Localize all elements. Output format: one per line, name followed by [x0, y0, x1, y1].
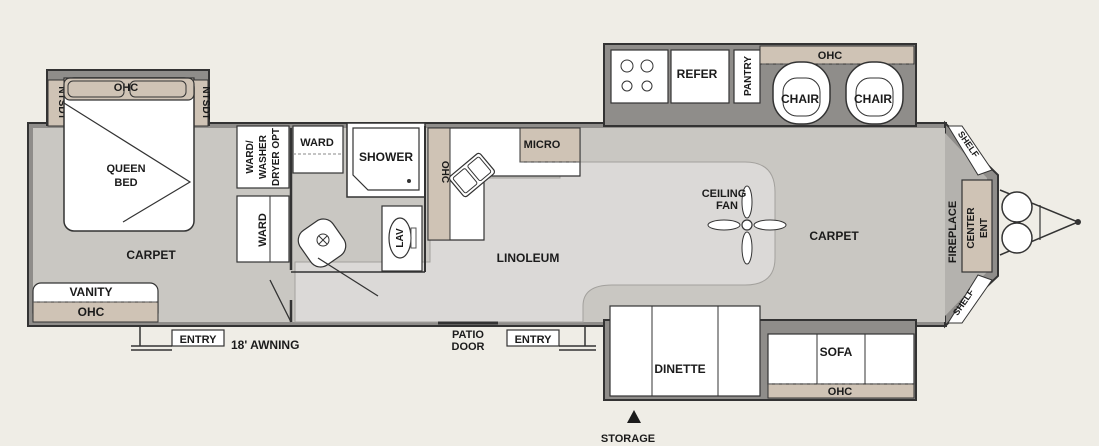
washer-label-2: WASHER — [258, 134, 269, 179]
pantry — [733, 49, 761, 104]
shower — [352, 127, 420, 191]
micro-cabinet — [519, 127, 581, 163]
washer-label-3: DRYER OPT — [271, 128, 282, 186]
queen-bed-label-1: QUEEN — [106, 163, 145, 175]
washer-label-1: WARD/ — [245, 140, 256, 174]
sofa-ohc-label: OHC — [828, 386, 853, 398]
bath-wardrobe — [236, 195, 290, 263]
storage-arrow-icon — [627, 410, 641, 423]
kitchen-ohc-cabinet — [427, 127, 451, 241]
toilet — [297, 218, 347, 268]
kitchen-ohc-label: OHC — [439, 161, 450, 183]
shower-label: SHOWER — [359, 150, 413, 164]
ceiling-fan-label-2: FAN — [716, 200, 738, 212]
lav-label: LAV — [395, 228, 406, 248]
chair-left — [772, 61, 831, 125]
entry-door-main — [506, 329, 560, 347]
awning-label: 18' AWNING — [231, 338, 299, 352]
linoleum-label: LINOLEUM — [497, 251, 560, 265]
center-ent-label-1: CENTER — [966, 207, 977, 249]
entry-bedroom-label: ENTRY — [180, 334, 218, 346]
queen-bed-label-2: BED — [114, 177, 137, 189]
washer-dryer-closet — [236, 125, 290, 189]
bed-fold-line — [63, 102, 192, 223]
dinette-label: DINETTE — [654, 362, 705, 376]
ceiling-fan-icon — [707, 185, 787, 265]
nightstand-right-label: NTSDT — [200, 86, 211, 119]
entry-main-label: ENTRY — [515, 334, 553, 346]
bath-ward-label: WARD — [257, 213, 269, 247]
chair-left-label: CHAIR — [781, 92, 819, 106]
chair-right-label: CHAIR — [854, 92, 892, 106]
stove-top — [610, 49, 669, 104]
sofa-label: SOFA — [820, 345, 853, 359]
entry-step-main — [559, 326, 596, 351]
nightstand-left-label: NTSDT — [56, 86, 67, 119]
refer-label: REFER — [677, 67, 718, 81]
kitchen-slide-ohc-label: OHC — [818, 50, 843, 62]
micro-label: MICRO — [524, 139, 561, 151]
refrigerator — [670, 49, 730, 104]
wardrobe — [292, 125, 344, 174]
hitch-propane-tanks — [999, 189, 1081, 256]
vanity-label: VANITY — [69, 285, 112, 299]
vanity-ohc-label: OHC — [78, 305, 105, 319]
pantry-label: PANTRY — [743, 56, 754, 96]
bedroom-carpet-label: CARPET — [126, 248, 176, 262]
linoleum-floor — [294, 161, 776, 323]
ohc-bed-label-2: OHC — [114, 82, 139, 94]
shelf-top — [947, 125, 993, 176]
chair-right — [845, 61, 904, 125]
pillow-right — [129, 80, 187, 98]
patio-door-label-2: DOOR — [452, 341, 485, 353]
kitchen-sink — [448, 152, 496, 198]
pillow-left — [67, 80, 125, 98]
queen-bed — [63, 77, 195, 232]
bath-door — [317, 257, 379, 297]
vanity-ohc — [32, 301, 159, 323]
ward-label: WARD — [300, 137, 334, 149]
patio-door-label-1: PATIO — [452, 329, 484, 341]
living-carpet-label: CARPET — [809, 229, 859, 243]
kitchen-slide-ohc — [759, 45, 915, 65]
entry-door-bedroom — [171, 329, 225, 347]
dinette — [609, 305, 761, 397]
center-ent-label-2: ENT — [979, 218, 990, 238]
entertainment-center — [961, 179, 993, 273]
entry-step-bedroom — [131, 326, 172, 351]
bed-headboard — [63, 77, 195, 101]
sofa — [767, 333, 915, 385]
storage-label: STORAGE — [601, 433, 655, 445]
ceiling-fan-label-1: CEILING — [702, 188, 747, 200]
fireplace-label: FIREPLACE — [947, 201, 959, 263]
bedroom-door — [269, 279, 292, 323]
shelf-bottom — [947, 274, 993, 324]
